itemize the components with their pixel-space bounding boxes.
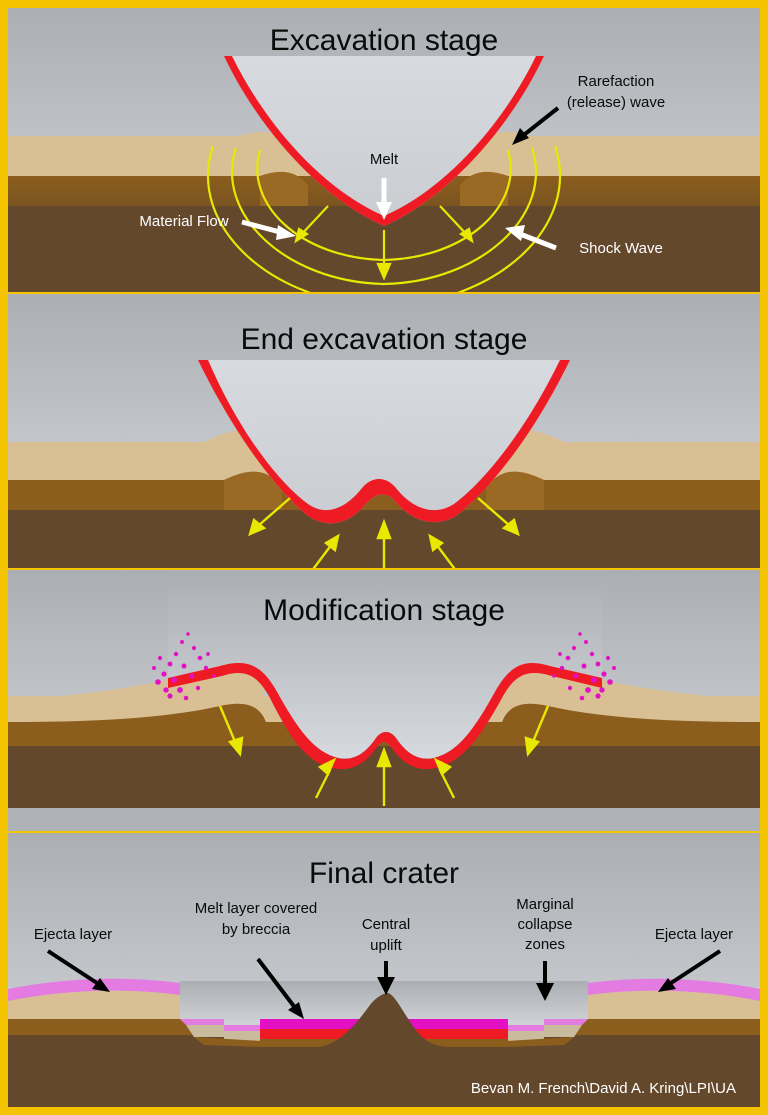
shock-wave-arrow	[505, 225, 557, 251]
credit-line: Bevan M. French\David A. Kring\LPI\UA	[471, 1080, 736, 1097]
material-flow-arrows	[294, 205, 474, 281]
central-uplift-label-line1: Central	[362, 916, 410, 933]
material-flow-label: Material Flow	[139, 213, 228, 230]
subsurface-bulge-right	[460, 171, 508, 206]
melt-breccia-label-line2: by breccia	[222, 921, 291, 938]
subsurface-bulge-right	[486, 471, 544, 510]
terrace-breccia-l2	[224, 1025, 262, 1031]
melt-breccia-label-line1: Melt layer covered	[195, 900, 318, 917]
ejecta-substrate-left	[8, 990, 180, 1019]
panel-excavation-stage: Excavation stage Rarefaction (release) w…	[8, 8, 760, 292]
terrace-base-left	[194, 1037, 262, 1047]
rim-midlayer-right	[502, 703, 760, 746]
rim-midlayer-left	[8, 703, 266, 746]
panel-footer-strip	[8, 806, 760, 831]
rarefaction-wave-label-line2: (release) wave	[567, 94, 665, 111]
uplift-arrows	[314, 746, 456, 806]
material-flow-arrow	[241, 219, 296, 240]
panel-title: Modification stage	[263, 594, 505, 627]
panel-final-crater: Final crater Ejecta layer Melt layer cov…	[8, 833, 760, 1107]
central-uplift-label-line2: uplift	[370, 937, 403, 954]
panel-title: End excavation stage	[241, 323, 528, 356]
melt-arrow	[376, 178, 392, 220]
outward-arrows	[248, 497, 520, 537]
ejecta-plume-left	[152, 632, 216, 701]
terrace-block-l2	[224, 1031, 262, 1041]
panel-title: Final crater	[309, 857, 459, 890]
ejecta-layer-left-label: Ejecta layer	[34, 926, 112, 943]
rarefaction-wave-label-line1: Rarefaction	[578, 73, 655, 90]
subsurface-bulge-left	[260, 171, 308, 206]
annotation-arrows	[46, 949, 722, 1019]
ejecta-layer-left	[8, 978, 180, 1001]
marginal-collapse-label-line1: Marginal	[516, 896, 574, 913]
melt-lining	[198, 360, 570, 524]
marginal-collapse-label-line2: collapse	[517, 916, 572, 933]
transient-cavity	[224, 56, 544, 226]
ejecta-plume-right	[552, 632, 616, 701]
terrace-base-right	[506, 1037, 574, 1047]
terrace-block-r2	[506, 1031, 544, 1041]
ejecta-layer-right-label: Ejecta layer	[655, 926, 733, 943]
terrace-breccia-r2	[506, 1025, 544, 1031]
panel-modification-stage: Modification stage	[8, 570, 760, 831]
central-uplift	[318, 993, 456, 1047]
melt-lining	[168, 663, 602, 770]
terrace-blocks-right	[506, 1019, 588, 1047]
terrace-breccia-l1	[180, 1019, 224, 1025]
terrace-block-r1	[544, 1025, 582, 1037]
marginal-collapse-label-line3: zones	[525, 936, 565, 953]
panel-title: Excavation stage	[270, 24, 498, 57]
terrace-blocks-left	[180, 1019, 262, 1047]
shock-wave-label: Shock Wave	[579, 240, 663, 257]
terrace-breccia-r1	[544, 1019, 588, 1025]
subsurface-bulge-left	[224, 471, 282, 510]
melt-label: Melt	[370, 151, 399, 168]
ejecta-layer-right	[588, 978, 760, 1001]
transient-cavity	[198, 360, 570, 524]
rebound-arrows	[312, 518, 456, 568]
terrace-block-l1	[186, 1025, 224, 1037]
crater-void	[168, 570, 602, 759]
panel-end-excavation-stage: End excavation stage	[8, 294, 760, 568]
ejecta-substrate-right	[588, 990, 760, 1019]
slump-arrows	[218, 705, 550, 757]
rarefaction-arrow	[512, 106, 560, 145]
